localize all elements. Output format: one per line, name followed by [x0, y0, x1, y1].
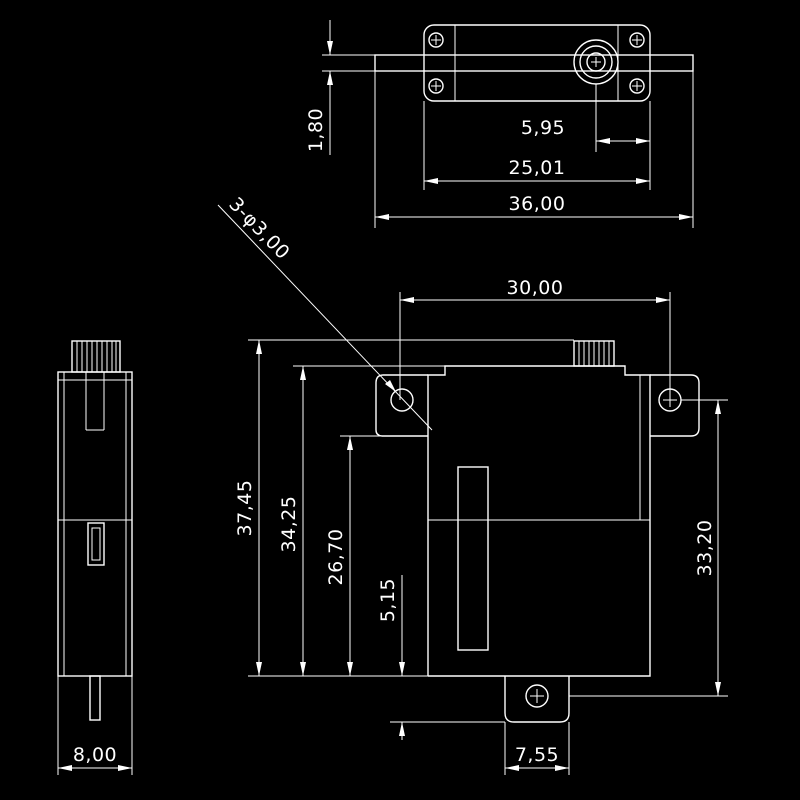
dim-label-top-center-offset: 5,95: [521, 117, 565, 139]
output-spline-icon: [573, 39, 619, 85]
dim-label-top-overall-width: 36,00: [509, 193, 566, 215]
dim-label-hole-callout: 3-φ3,00: [224, 193, 294, 264]
top-screw-icon: [428, 32, 444, 48]
dim-label-front-hole-spacing: 30,00: [507, 277, 564, 299]
dim-label-side-width: 8,00: [73, 744, 117, 766]
top-screw-icon: [428, 78, 444, 94]
dim-label-bottom-offset: 5,15: [377, 578, 399, 622]
mount-hole-icon: [390, 388, 414, 412]
side-gear-icon: [71, 340, 121, 373]
dimension-lines: [58, 20, 721, 771]
dim-label-top-thickness: 1,80: [305, 108, 327, 152]
dim-label-side-hole-height: 33,20: [694, 520, 716, 577]
dim-label-bottom-tab-width: 7,55: [515, 744, 559, 766]
gear-icon: [573, 340, 615, 367]
side-view: [57, 340, 133, 775]
dim-label-body-height: 34,25: [278, 496, 300, 553]
dim-label-overall-height: 37,45: [234, 480, 256, 537]
top-view: [322, 24, 694, 228]
front-view: [248, 292, 728, 775]
mount-hole-icon: [525, 684, 549, 708]
dim-label-top-hole-spacing: 25,01: [509, 157, 566, 179]
top-screw-icon: [629, 78, 645, 94]
dim-label-gear-height: 26,70: [325, 529, 347, 586]
top-screw-icon: [629, 32, 645, 48]
dimension-labels: 1,80 5,95 25,01 36,00 3-φ3,00 30,00 37,4…: [73, 108, 716, 766]
